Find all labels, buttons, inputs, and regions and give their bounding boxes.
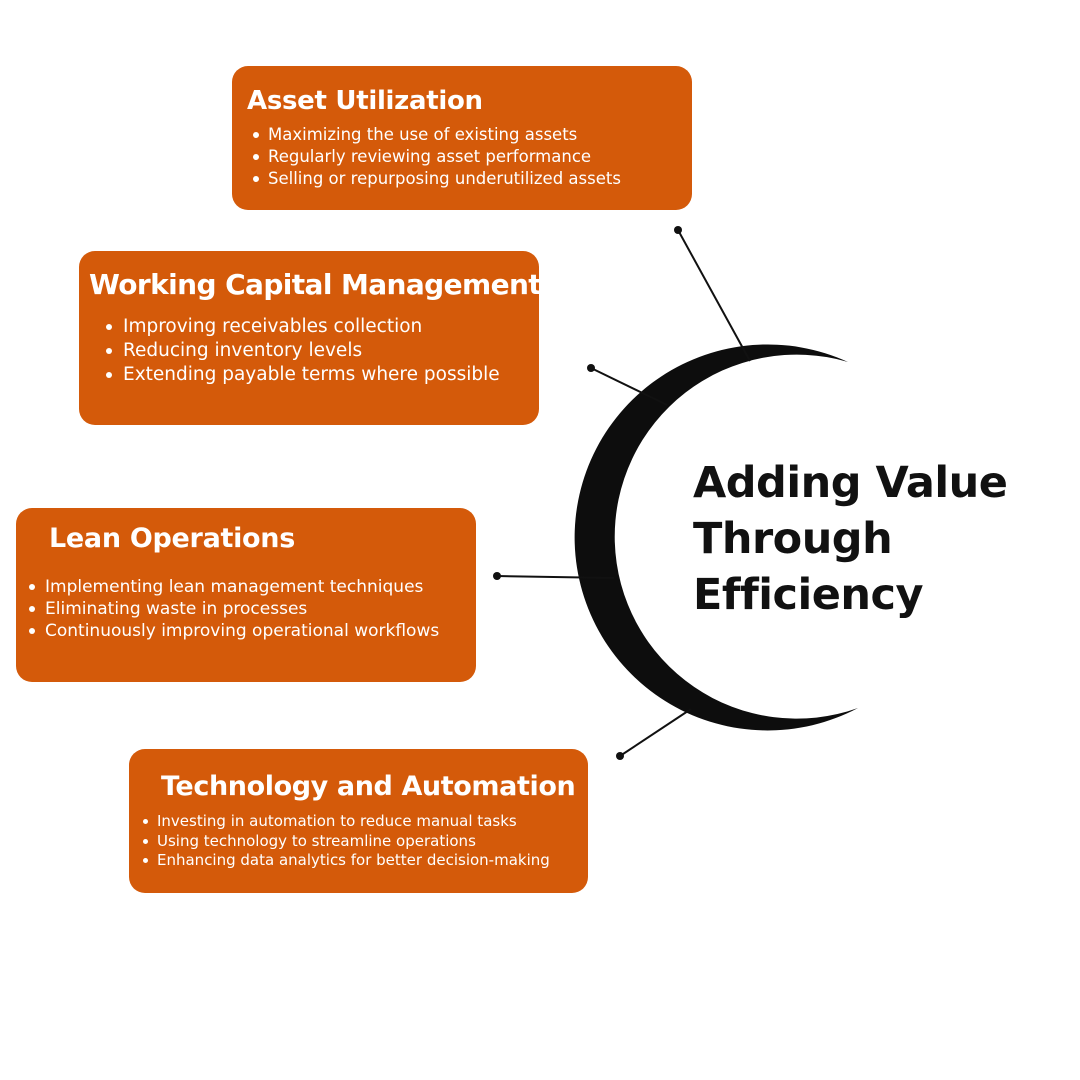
- connector-dot-working-capital: [587, 364, 595, 372]
- connector-working-capital: [590, 367, 668, 406]
- card-item-list: Implementing lean management techniques …: [28, 576, 440, 642]
- card-title: Lean Operations: [49, 523, 295, 554]
- card-technology-and-automation: Technology and Automation Investing in a…: [129, 749, 588, 893]
- card-item-list: Improving receivables collection Reducin…: [106, 315, 500, 387]
- card-item-list: Maximizing the use of existing assets Re…: [253, 124, 621, 190]
- list-item: Investing in automation to reduce manual…: [143, 812, 550, 832]
- list-item: Selling or repurposing underutilized ass…: [253, 169, 621, 188]
- connector-asset-utilization: [677, 229, 751, 362]
- card-lean-operations: Lean Operations Implementing lean manage…: [16, 508, 476, 682]
- center-title: Adding Value Through Efficiency: [693, 455, 1008, 623]
- connector-technology-automation: [619, 708, 692, 757]
- card-title: Working Capital Management: [89, 268, 542, 301]
- connector-dot-technology-automation: [616, 752, 624, 760]
- connector-dot-asset-utilization: [674, 226, 682, 234]
- card-working-capital-management: Working Capital Management Improving rec…: [79, 251, 542, 425]
- list-item: Implementing lean management techniques: [28, 576, 439, 598]
- list-item: Continuously improving operational workf…: [28, 621, 440, 641]
- list-item: Maximizing the use of existing assets: [253, 124, 621, 146]
- list-item: Regularly reviewing asset performance: [253, 146, 621, 168]
- card-asset-utilization: Asset Utilization Maximizing the use of …: [232, 66, 692, 210]
- list-item: Using technology to streamline operation…: [143, 832, 550, 852]
- card-item-list: Investing in automation to reduce manual…: [143, 812, 550, 871]
- connector-lean-operations: [496, 575, 615, 579]
- card-title: Asset Utilization: [247, 86, 483, 116]
- list-item: Improving receivables collection: [106, 315, 500, 339]
- list-item: Extending payable terms where possible: [106, 364, 500, 385]
- connector-dot-lean-operations: [493, 572, 501, 580]
- list-item: Reducing inventory levels: [106, 339, 500, 363]
- center-title-line: Adding Value: [693, 458, 1008, 508]
- center-title-line: Through: [693, 514, 893, 564]
- list-item: Eliminating waste in processes: [28, 598, 439, 620]
- list-item: Enhancing data analytics for better deci…: [143, 851, 550, 869]
- center-title-line: Efficiency: [693, 570, 924, 620]
- card-title: Technology and Automation: [161, 771, 576, 802]
